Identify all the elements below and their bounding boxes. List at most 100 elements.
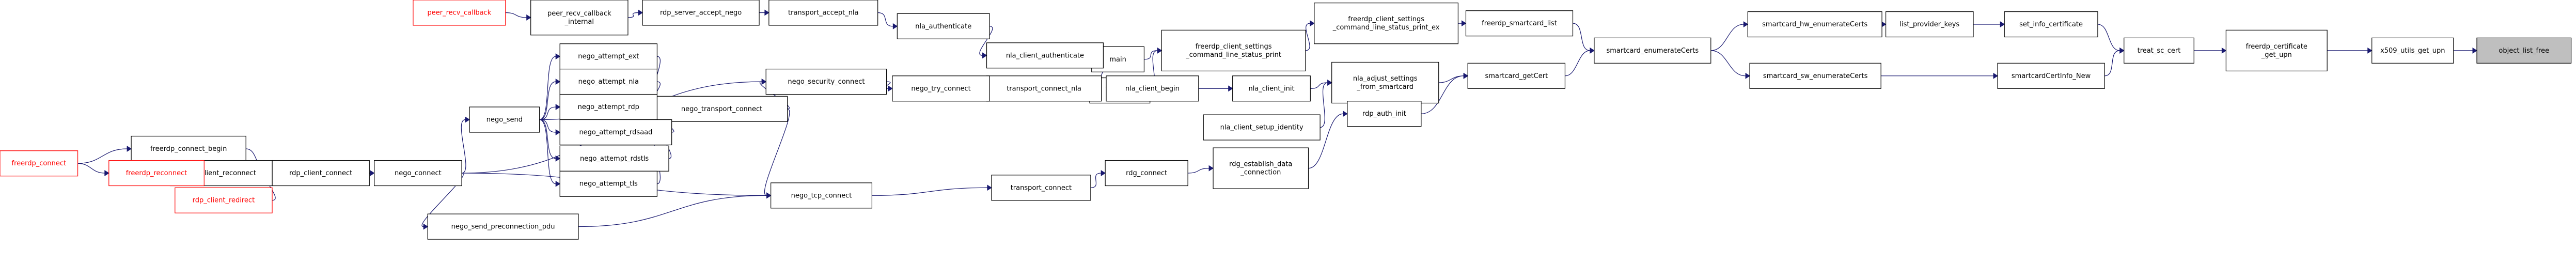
arrowhead — [1463, 72, 1469, 79]
node-nego-connect[interactable]: nego_connect — [374, 160, 462, 187]
node-transport-connect[interactable]: transport_connect — [991, 175, 1091, 201]
node-rdp-client-connect[interactable]: rdp_client_connect — [272, 160, 370, 187]
node-label: freerdp_reconnect — [126, 169, 187, 177]
node-freerdp-reconnect[interactable]: freerdp_reconnect — [108, 160, 205, 187]
node-nego-send-preconnection-pdu[interactable]: nego_send_preconnection_pdu — [427, 213, 579, 240]
node-box — [2225, 29, 2328, 72]
edge-smartcard-sw-enumerateCerts-to-smartcardCertInfo-New — [1881, 72, 1998, 79]
node-nla-client-authenticate[interactable]: nla_client_authenticate — [986, 42, 1104, 69]
arrowhead — [1743, 21, 1749, 27]
node-label: smartcard_getCert — [1485, 72, 1548, 80]
node-transport-accept-nla[interactable]: transport_accept_nla — [768, 0, 878, 26]
node-nla-client-begin[interactable]: nla_client_begin — [1106, 75, 1199, 102]
node-rdg-establish-data-connection[interactable]: rdg_establish_data_connection — [1213, 147, 1309, 189]
edge-nego-send-to-nego-attempt-tls — [539, 119, 561, 187]
node-box — [559, 171, 658, 197]
node-freerdp-certificate-get-upn[interactable]: freerdp_certificate_get_upn — [2225, 29, 2328, 72]
node-label: _connection — [1240, 169, 1281, 177]
node-box — [771, 182, 872, 209]
node-nego-attempt-rdstls[interactable]: nego_attempt_rdstls — [559, 145, 669, 172]
node-nla-authenticate[interactable]: nla_authenticate — [897, 13, 990, 39]
node-box — [1749, 63, 1881, 89]
node-rdp-auth-init[interactable]: rdp_auth_init — [1347, 101, 1422, 127]
edge-nego-send-to-nego-attempt-rdsaad — [539, 119, 561, 135]
node-nla-client-setup-identity[interactable]: nla_client_setup_identity — [1203, 114, 1321, 141]
edge-nego-send-to-nego-attempt-ext — [539, 53, 561, 120]
node-smartcardCertInfo-New[interactable]: smartcardCertInfo_New — [1997, 63, 2105, 89]
node-box — [1213, 147, 1309, 189]
arrowhead — [892, 23, 898, 29]
edge-freerdp-connect-to-freerdp-reconnect — [77, 163, 109, 176]
node-label: peer_recv_callback — [547, 10, 611, 18]
node-nla-client-init[interactable]: nla_client_init — [1232, 75, 1311, 102]
node-label: freerdp_client_settings — [1348, 16, 1424, 23]
node-freerdp-connect[interactable]: freerdp_connect — [0, 150, 78, 177]
edge-freerdp-certificate-get-upn-to-x509-utils-get-upn — [2327, 47, 2373, 54]
node-nego-send[interactable]: nego_send — [469, 106, 540, 133]
node-box — [1331, 61, 1439, 104]
edge-nla-client-setup-identity-to-nla-adjust-settings-from-smartcard — [1320, 80, 1332, 128]
node-object-list-free[interactable]: object_list_free — [2476, 37, 2572, 64]
node-nego-attempt-rdp[interactable]: nego_attempt_rdp — [559, 94, 658, 120]
node-box — [2371, 37, 2454, 64]
arrowhead — [761, 79, 767, 85]
node-label: nego_send_preconnection_pdu — [451, 223, 555, 231]
node-box — [765, 69, 887, 95]
edge-freerdp-connect-to-freerdp-connect-begin — [77, 146, 132, 164]
edge-rdg-establish-data-connection-to-rdp-auth-init — [1308, 111, 1348, 169]
node-box — [559, 69, 658, 95]
node-transport-connect-nla[interactable]: transport_connect_nla — [986, 75, 1102, 102]
node-list-provider-keys[interactable]: list_provider_keys — [1885, 11, 1974, 38]
arrowhead — [465, 116, 470, 123]
edge-freerdp-client-settings-command-line-status-print-to-freerdp-client-settings-command-line-status-print-ex — [1305, 20, 1315, 51]
node-smartcard-hw-enumerateCerts[interactable]: smartcard_hw_enumerateCerts — [1747, 11, 1882, 38]
node-label: smartcard_hw_enumerateCerts — [1762, 21, 1867, 28]
arrowhead — [1101, 170, 1106, 176]
node-nego-transport-connect[interactable]: nego_transport_connect — [655, 96, 788, 122]
node-rdp-client-redirect[interactable]: rdp_client_redirect — [175, 187, 273, 213]
node-freerdp-connect-begin[interactable]: freerdp_connect_begin — [131, 135, 246, 162]
node-label: nego_transport_connect — [681, 105, 762, 113]
node-box — [2124, 37, 2194, 64]
edge-transport-connect-to-rdg-connect — [1090, 170, 1106, 188]
arrowhead — [555, 180, 561, 187]
node-box — [1161, 29, 1306, 72]
arrowhead — [423, 223, 429, 230]
node-set-info-certificate[interactable]: set_info_certificate — [2004, 11, 2098, 38]
node-nego-security-connect[interactable]: nego_security_connect — [765, 69, 887, 95]
node-freerdp-smartcard-list[interactable]: freerdp_smartcard_list — [1465, 10, 1574, 37]
node-box — [1106, 75, 1199, 102]
edge-nego-send-to-nego-attempt-rdstls — [539, 119, 561, 162]
node-nla-adjust-settings-from-smartcard[interactable]: nla_adjust_settings_from_smartcard — [1331, 61, 1439, 104]
node-freerdp-client-settings-command-line-status-print-ex[interactable]: freerdp_client_settings_command_line_sta… — [1314, 3, 1458, 44]
node-smartcard-sw-enumerateCerts[interactable]: smartcard_sw_enumerateCerts — [1749, 63, 1881, 89]
node-nego-attempt-tls[interactable]: nego_attempt_tls — [559, 171, 658, 197]
node-x509-utils-get-upn[interactable]: x509_utils_get_upn — [2371, 37, 2454, 64]
node-freerdp-client-settings-command-line-status-print[interactable]: freerdp_client_settings_command_line_sta… — [1161, 29, 1306, 72]
edge-nego-tcp-connect-to-transport-connect — [872, 184, 992, 196]
arrowhead — [1881, 21, 1887, 27]
node-box — [559, 94, 658, 120]
node-treat-sc-cert[interactable]: treat_sc_cert — [2124, 37, 2194, 64]
arrowhead — [1993, 72, 1998, 79]
node-rdg-connect[interactable]: rdg_connect — [1105, 160, 1188, 187]
node-box — [1347, 101, 1422, 127]
node-nego-attempt-ext[interactable]: nego_attempt_ext — [559, 43, 658, 70]
node-label: nego_attempt_rdstls — [580, 155, 649, 163]
node-box — [559, 119, 672, 146]
node-label: freerdp_certificate — [2246, 43, 2307, 51]
node-rdp-server-accept-nego[interactable]: rdp_server_accept_nego — [642, 0, 760, 26]
node-label: nego_try_connect — [911, 85, 970, 92]
node-peer-recv-callback[interactable]: peer_recv_callback — [413, 0, 506, 26]
node-label: transport_connect_nla — [1007, 85, 1081, 92]
node-smartcard-enumerateCerts[interactable]: smartcard_enumerateCerts — [1594, 37, 1711, 64]
node-nego-tcp-connect[interactable]: nego_tcp_connect — [771, 182, 872, 209]
node-label: nego_attempt_rdsaad — [579, 129, 652, 136]
node-nego-attempt-rdsaad[interactable]: nego_attempt_rdsaad — [559, 119, 672, 146]
node-nego-try-connect[interactable]: nego_try_connect — [892, 75, 990, 102]
node-smartcard-getCert[interactable]: smartcard_getCert — [1467, 63, 1566, 89]
node-label: nla_authenticate — [915, 23, 971, 30]
arrowhead — [2221, 47, 2227, 54]
node-nego-attempt-nla[interactable]: nego_attempt_nla — [559, 69, 658, 95]
node-peer-recv-callback-internal[interactable]: peer_recv_callback_internal — [530, 0, 629, 36]
